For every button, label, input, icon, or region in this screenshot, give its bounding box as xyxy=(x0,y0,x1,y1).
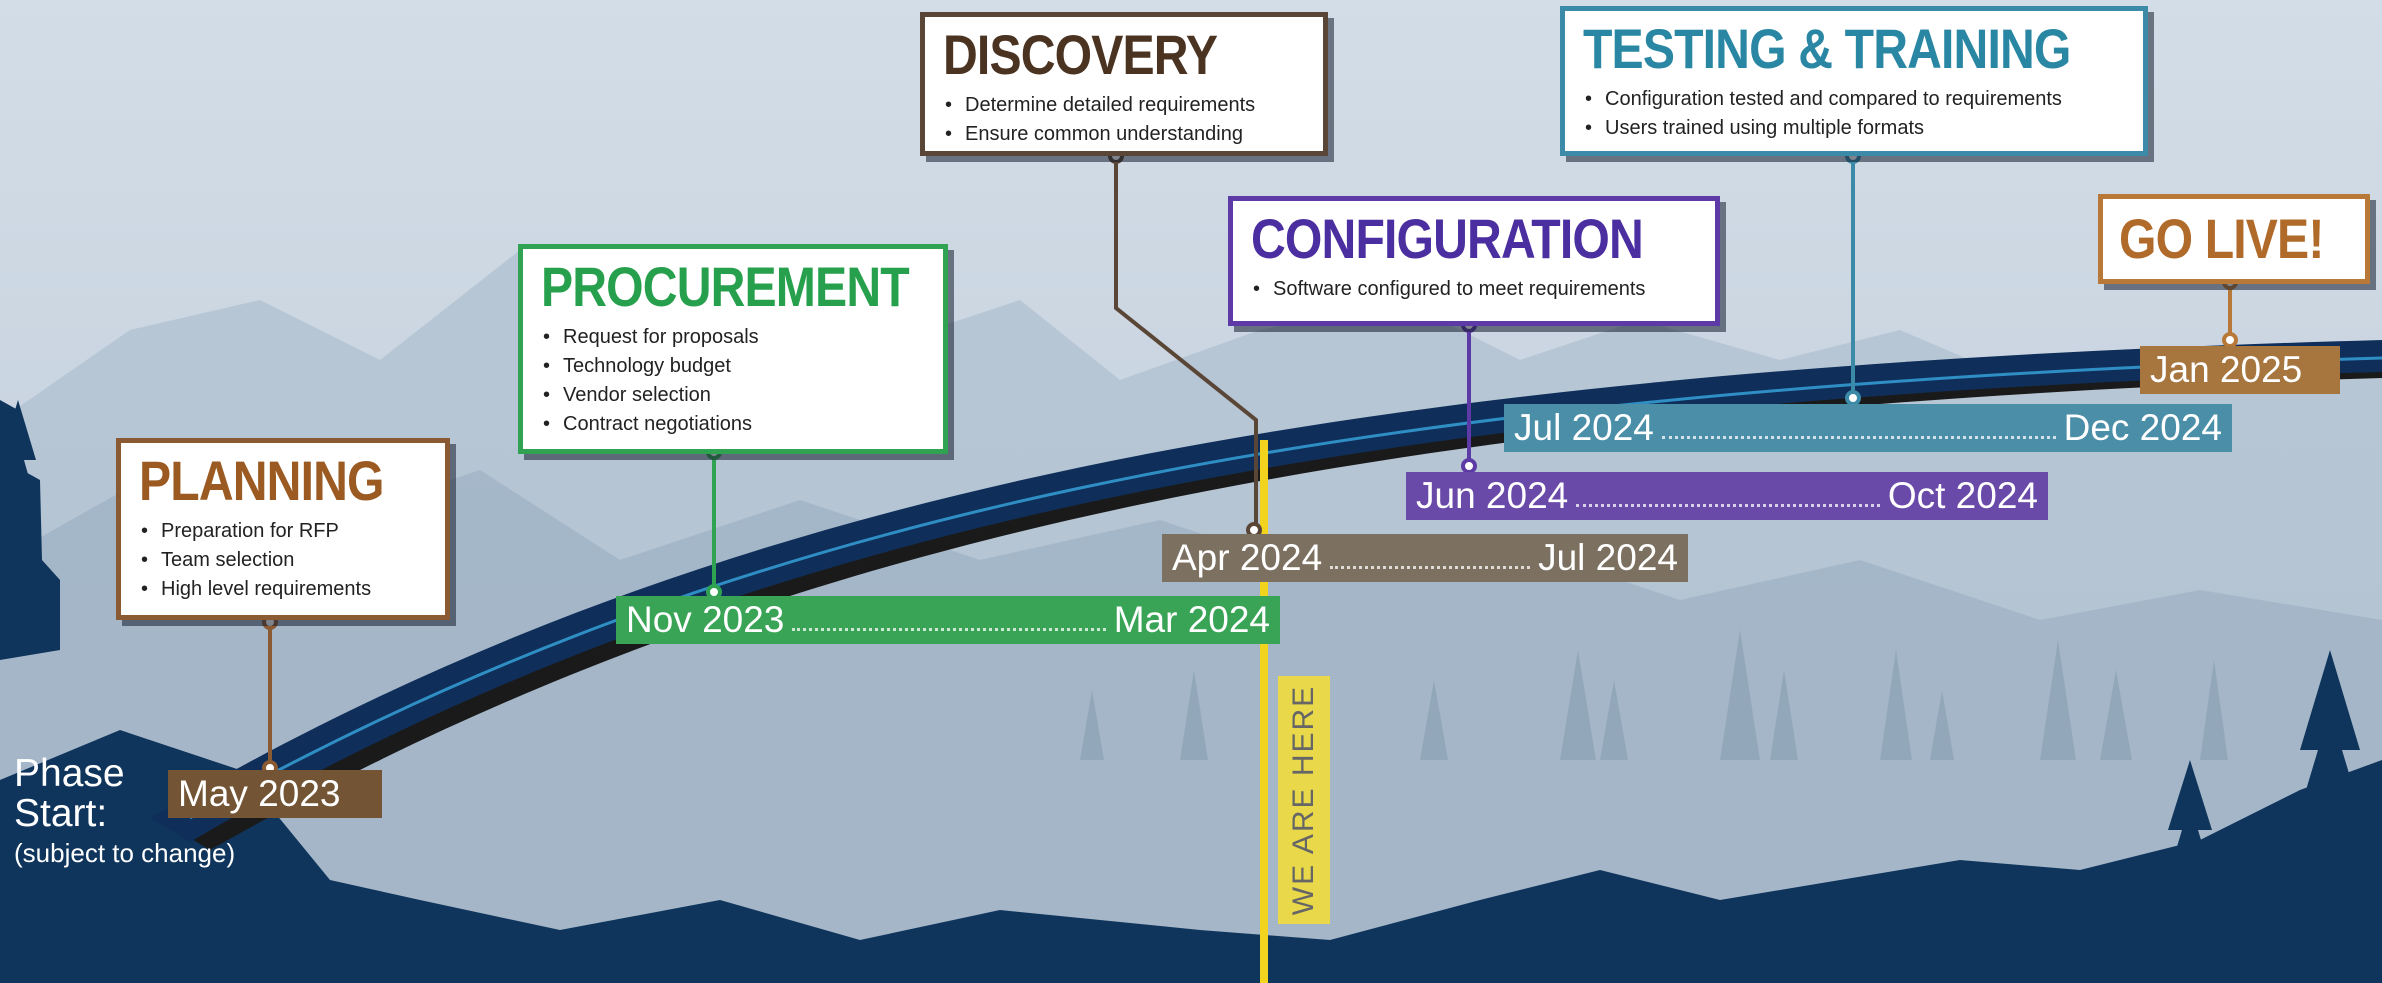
list-item: Preparation for RFP xyxy=(141,517,427,546)
planning-box: PLANNING Preparation for RFP Team select… xyxy=(116,438,450,620)
go-live-title: GO LIVE! xyxy=(2119,207,2324,270)
go-live-date-bar: Jan 2025 xyxy=(2140,346,2340,394)
procurement-date-bar: Nov 2023 Mar 2024 xyxy=(616,596,1280,644)
testing-training-date-bar: Jul 2024 Dec 2024 xyxy=(1504,404,2232,452)
configuration-bullets: Software configured to meet requirements xyxy=(1251,275,1697,304)
go-live-date: Jan 2025 xyxy=(2150,349,2303,390)
testing-training-start-date: Jul 2024 xyxy=(1514,407,1654,448)
dotted-leader xyxy=(1576,503,1880,507)
configuration-box: CONFIGURATION Software configured to mee… xyxy=(1228,196,1720,326)
planning-title: PLANNING xyxy=(139,449,384,512)
go-live-box: GO LIVE! xyxy=(2098,194,2370,284)
phase-start-note: (subject to change) xyxy=(14,838,236,868)
list-item: Determine detailed requirements xyxy=(945,91,1305,120)
procurement-title: PROCUREMENT xyxy=(541,255,910,318)
list-item: Request for proposals xyxy=(543,323,925,352)
dotted-leader xyxy=(792,627,1106,631)
procurement-box: PROCUREMENT Request for proposals Techno… xyxy=(518,244,948,454)
list-item: Users trained using multiple formats xyxy=(1585,114,2125,143)
testing-training-title: TESTING & TRAINING xyxy=(1583,17,2071,80)
list-item: Ensure common understanding xyxy=(945,120,1305,149)
list-item: Technology budget xyxy=(543,352,925,381)
list-item: Team selection xyxy=(141,546,427,575)
procurement-end-date: Mar 2024 xyxy=(1113,599,1270,640)
procurement-start-date: Nov 2023 xyxy=(626,599,785,640)
planning-bullets: Preparation for RFP Team selection High … xyxy=(139,517,427,604)
configuration-title: CONFIGURATION xyxy=(1251,207,1644,270)
list-item: Contract negotiations xyxy=(543,410,925,439)
testing-training-end-date: Dec 2024 xyxy=(2063,407,2222,448)
list-item: High level requirements xyxy=(141,575,427,604)
configuration-end-date: Oct 2024 xyxy=(1887,475,2038,516)
discovery-bullets: Determine detailed requirements Ensure c… xyxy=(943,91,1305,149)
we-are-here-marker: WE ARE HERE xyxy=(1278,676,1330,924)
discovery-end-date: Jul 2024 xyxy=(1538,537,1678,578)
discovery-date-bar: Apr 2024 Jul 2024 xyxy=(1162,534,1688,582)
procurement-bullets: Request for proposals Technology budget … xyxy=(541,323,925,439)
testing-training-bullets: Configuration tested and compared to req… xyxy=(1583,85,2125,143)
discovery-box: DISCOVERY Determine detailed requirement… xyxy=(920,12,1328,156)
configuration-date-bar: Jun 2024 Oct 2024 xyxy=(1406,472,2048,520)
dotted-leader xyxy=(1661,435,2056,439)
discovery-start-date: Apr 2024 xyxy=(1172,537,1323,578)
list-item: Configuration tested and compared to req… xyxy=(1585,85,2125,114)
testing-training-box: TESTING & TRAINING Configuration tested … xyxy=(1560,6,2148,156)
configuration-start-date: Jun 2024 xyxy=(1416,475,1569,516)
planning-start-date: May 2023 xyxy=(178,773,341,814)
discovery-title: DISCOVERY xyxy=(943,23,1218,86)
dotted-leader xyxy=(1330,565,1531,569)
list-item: Vendor selection xyxy=(543,381,925,410)
we-are-here-line xyxy=(1260,440,1268,983)
phase-start-label: Phase Start: xyxy=(14,752,125,835)
list-item: Software configured to meet requirements xyxy=(1253,275,1697,304)
planning-date-bar: May 2023 xyxy=(168,770,382,818)
